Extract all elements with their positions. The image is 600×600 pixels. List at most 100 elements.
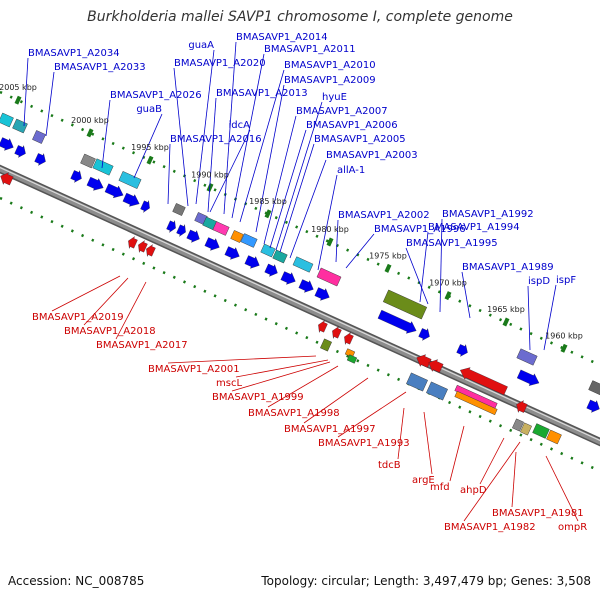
forward-gene-label[interactable]: BMASAVP1_A2034 [28,48,120,59]
reverse-gene-label[interactable]: tdcB [378,460,401,471]
backbone-line [0,166,600,445]
cog-box [344,348,356,358]
reverse-gene-arrow [0,172,14,186]
reverse-leader-line [545,455,579,522]
cog-box [320,338,332,352]
reverse-gene-arrow [344,332,354,345]
tick-label: 1975 kbp [369,251,407,260]
upper-tick-row [0,90,600,367]
reverse-gene-label[interactable]: BMASAVP1_A1982 [444,522,536,533]
cog-box [346,354,358,364]
forward-leader-line [255,84,285,233]
forward-leader-line [275,101,323,251]
reverse-gene-label[interactable]: BMASAVP1_A2001 [148,364,240,375]
forward-gene-label[interactable]: BMASAVP1_A2009 [284,75,376,86]
forward-gene-label[interactable]: BMASAVP1_A1996 [374,224,466,235]
reverse-gene-arrow [516,400,528,413]
reverse-gene-label[interactable]: ompR [558,522,587,533]
forward-gene-label[interactable]: BMASAVP1_A2033 [54,62,146,73]
forward-leader-line [223,41,237,215]
reverse-gene-label[interactable]: argE [412,475,435,486]
tick-mark [384,263,392,273]
forward-leader-line [543,284,557,351]
reverse-leader-line [337,391,407,438]
reverse-gene-label[interactable]: BMASAVP1_A1998 [248,408,340,419]
forward-gene-label[interactable]: BMASAVP1_A1995 [406,238,498,249]
tick-mark [264,209,272,219]
cog-box [516,348,538,366]
reverse-gene-label[interactable]: BMASAVP1_A2019 [32,312,124,323]
tick-label: 1965 kbp [487,305,525,314]
forward-gene-label[interactable]: BMASAVP1_A2005 [314,134,406,145]
forward-leader-line [461,271,471,319]
reverse-leader-line [303,377,369,424]
forward-leader-line [173,67,189,207]
reverse-gene-label[interactable]: BMASAVP1_A1993 [318,438,410,449]
forward-leader-line [279,143,315,253]
forward-gene-label[interactable]: BMASAVP1_A2016 [170,134,262,145]
forward-gene-label[interactable]: allA-1 [337,165,365,176]
label-leader-lines [23,41,579,522]
reverse-gene-arrow [416,354,432,368]
forward-leader-line [101,99,111,169]
forward-gene-label[interactable]: BMASAVP1_A2006 [306,120,398,131]
reverse-gene-arrow [428,359,444,373]
reverse-leader-line [423,411,433,475]
tick-mark [146,155,154,165]
reverse-gene-label[interactable]: mfd [430,482,450,493]
forward-gene-arrow [224,246,240,260]
reverse-gene-label[interactable]: mscL [216,378,242,389]
forward-gene-arrow [104,183,124,199]
reverse-gene-label[interactable]: BMASAVP1_A2017 [96,340,188,351]
forward-leader-line [23,57,29,127]
cog-box [92,158,114,176]
forward-gene-label[interactable]: ispF [556,275,576,286]
cog-box [260,243,276,258]
cog-box [12,118,28,134]
forward-gene-label[interactable]: BMASAVP1_A2026 [110,90,202,101]
forward-gene-arrow [377,309,417,334]
forward-gene-label[interactable]: BMASAVP1_A2013 [216,88,308,99]
forward-gene-label[interactable]: BMASAVP1_A1994 [428,222,520,233]
reverse-gene-label[interactable]: ahpD [460,485,487,496]
forward-gene-label[interactable]: BMASAVP1_A2002 [338,210,430,221]
forward-gene-label[interactable]: guaA [188,40,214,51]
gene-features [0,112,600,445]
forward-gene-label[interactable]: BMASAVP1_A2007 [296,106,388,117]
forward-leader-line [263,115,297,245]
reverse-gene-label[interactable]: BMASAVP1_A2018 [64,326,156,337]
forward-gene-label[interactable]: guaB [136,104,162,115]
cog-box [172,203,186,216]
forward-gene-label[interactable]: ispD [528,276,550,287]
forward-leader-line [289,159,327,259]
forward-gene-label[interactable]: BMASAVP1_A2020 [174,58,266,69]
tick-label: 1960 kbp [545,331,583,340]
reverse-gene-label[interactable]: BMASAVP1_A1997 [284,424,376,435]
forward-gene-label[interactable]: hyuE [322,92,347,103]
reverse-gene-arrow [146,244,156,257]
cog-box [406,372,428,392]
forward-gene-label[interactable]: idcA [229,120,251,131]
reverse-leader-line [167,355,317,364]
reverse-gene-label[interactable]: BMASAVP1_A1981 [492,508,584,519]
forward-leader-line [405,247,429,305]
tick-label: 1980 kbp [311,225,349,234]
forward-gene-arrow [204,237,220,251]
forward-gene-label[interactable]: BMASAVP1_A1992 [442,209,534,220]
reverse-leader-line [83,277,129,326]
reverse-gene-label[interactable]: BMASAVP1_A1999 [212,392,304,403]
forward-gene-label[interactable]: BMASAVP1_A1989 [462,262,554,273]
reverse-leader-line [235,359,329,378]
tick-label: 1970 kbp [429,279,467,288]
forward-gene-arrow [244,255,260,269]
forward-gene-label[interactable]: BMASAVP1_A2003 [326,150,418,161]
forward-gene-label[interactable]: BMASAVP1_A2014 [236,32,328,43]
cog-box [0,112,14,128]
forward-gene-label[interactable]: BMASAVP1_A2010 [284,60,376,71]
tick-mark [14,95,22,105]
forward-gene-label[interactable]: BMASAVP1_A2011 [264,44,356,55]
reverse-leader-line [463,441,521,522]
cog-box [520,422,532,436]
